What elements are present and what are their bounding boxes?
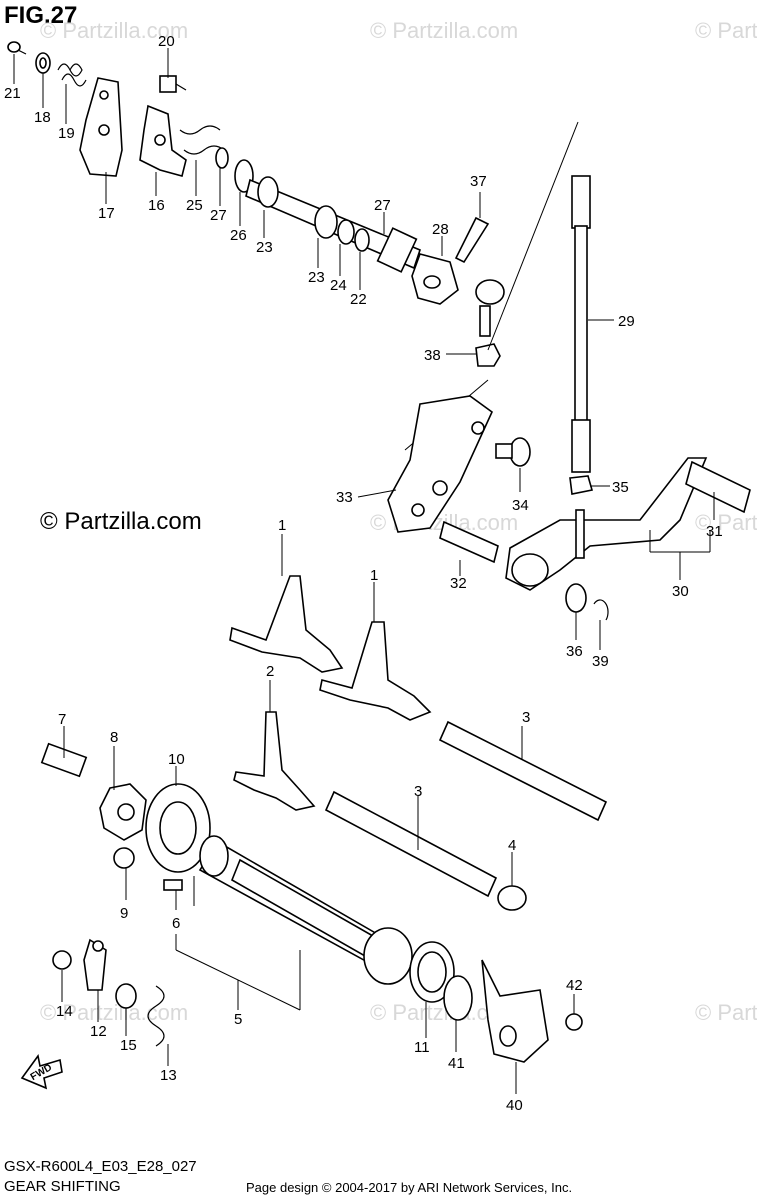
callout-label: 30	[672, 583, 689, 600]
callout-label: 7	[58, 711, 66, 728]
watermark: © Partzilla.com	[695, 510, 757, 535]
leader-lines	[13, 48, 715, 1094]
callout-label: 22	[350, 291, 367, 308]
callout-label: 8	[110, 729, 118, 746]
callout-label: 1	[370, 567, 378, 584]
callout-label: 13	[160, 1067, 177, 1084]
figure-title: FIG.27	[4, 2, 78, 29]
callout-label: 10	[168, 751, 185, 768]
callout-label: 4	[508, 837, 516, 854]
model-code: GSX-R600L4_E03_E28_027	[4, 1158, 197, 1175]
fork-shafts	[324, 720, 608, 911]
callout-label: 31	[706, 523, 723, 540]
callout-labels: 1 1 2 3 3 4 5 6 7 8 9 10 11 12 13 14 15 …	[4, 33, 723, 1114]
callout-label: 6	[172, 915, 180, 932]
callout-label: 11	[414, 1039, 430, 1056]
watermark: © Partzilla.com	[695, 18, 757, 43]
callout-label: 1	[278, 517, 286, 534]
callout-label: 27	[210, 207, 227, 224]
callout-label: 41	[448, 1055, 465, 1072]
callout-label: 14	[56, 1003, 73, 1020]
callout-label: 37	[470, 173, 487, 190]
callout-label: 23	[308, 269, 325, 286]
callout-label: 25	[186, 197, 203, 214]
shift-drum-assembly	[40, 742, 583, 1063]
callout-label: 34	[512, 497, 529, 514]
callout-label: 32	[450, 575, 467, 592]
callout-label: 19	[58, 125, 75, 142]
callout-label: 17	[98, 205, 115, 222]
callout-label: 28	[432, 221, 449, 238]
callout-label: 24	[330, 277, 347, 294]
watermark: © Partzilla.com	[695, 1000, 757, 1025]
callout-label: 26	[230, 227, 247, 244]
callout-label: 23	[256, 239, 273, 256]
callout-label: 12	[90, 1023, 107, 1040]
diagram-name: GEAR SHIFTING	[4, 1178, 121, 1195]
callout-label: 3	[414, 783, 422, 800]
callout-label: 33	[336, 489, 353, 506]
watermark: © Partzilla.com	[40, 1000, 188, 1025]
callout-label: 2	[266, 663, 274, 680]
callout-label: 3	[522, 709, 530, 726]
callout-label: 16	[148, 197, 165, 214]
callout-label: 36	[566, 643, 583, 660]
callout-label: 18	[34, 109, 51, 126]
page-design-credit: Page design © 2004-2017 by ARI Network S…	[246, 1180, 573, 1195]
callout-label: 5	[234, 1011, 242, 1028]
watermark: © Partzilla.com	[40, 18, 188, 43]
callout-label: 35	[612, 479, 629, 496]
fwd-arrow: FWD	[20, 1054, 63, 1090]
stopper-parts	[52, 938, 165, 1047]
callout-label: 38	[424, 347, 441, 364]
callout-label: 27	[374, 197, 391, 214]
callout-label: 29	[618, 313, 635, 330]
callout-label: 9	[120, 905, 128, 922]
copyright-text: © Partzilla.com	[40, 508, 202, 535]
callout-label: 20	[158, 33, 175, 50]
callout-label: 39	[592, 653, 609, 670]
callout-label: 40	[506, 1097, 523, 1114]
callout-label: 42	[566, 977, 583, 994]
callout-label: 21	[4, 85, 21, 102]
shift-shaft-assembly	[7, 41, 505, 367]
shift-forks	[229, 575, 432, 811]
callout-label: 15	[120, 1037, 137, 1054]
shift-rod-lever	[387, 121, 751, 621]
watermark: © Partzilla.com	[370, 18, 518, 43]
